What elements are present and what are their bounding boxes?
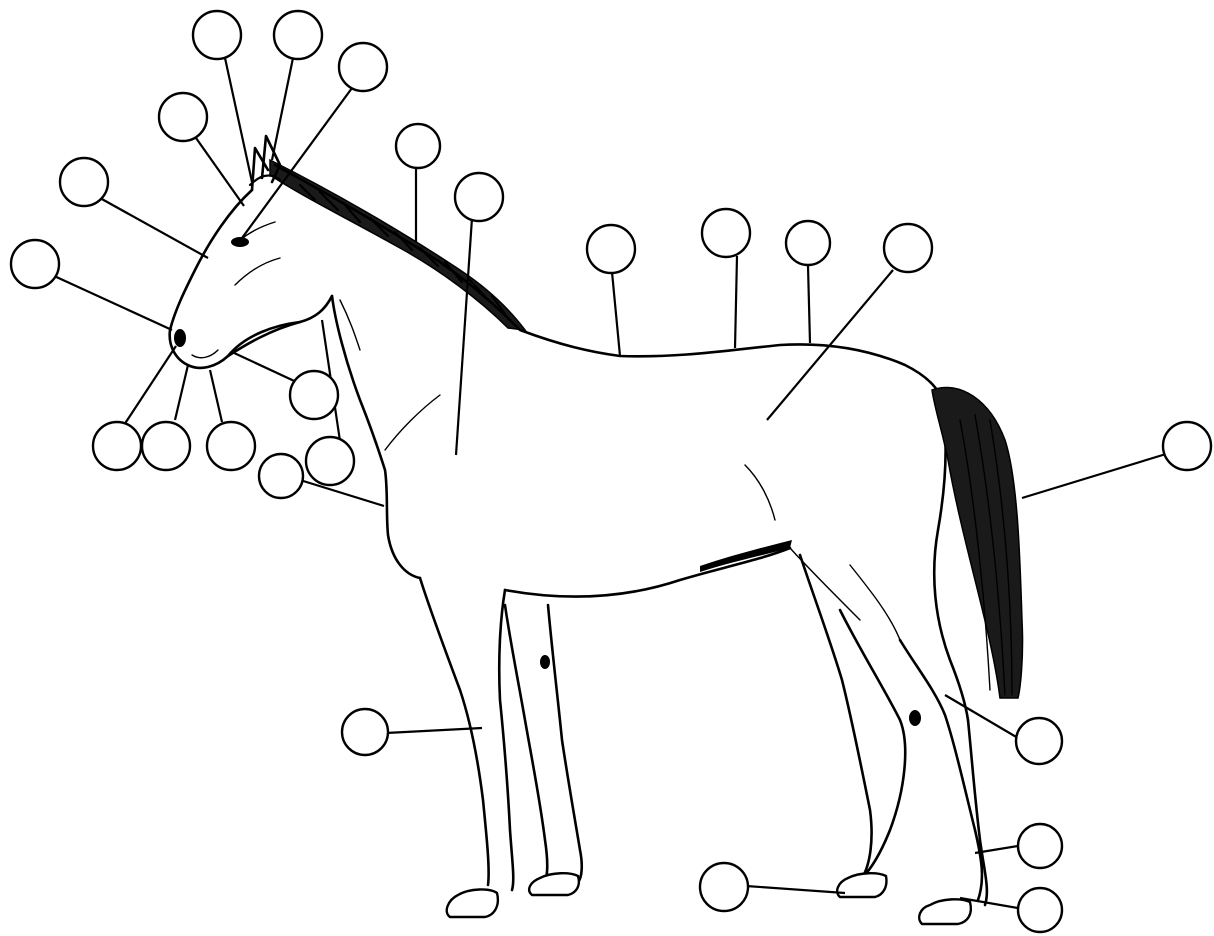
body-topline <box>275 165 940 395</box>
label-marker-11[interactable] <box>786 221 830 265</box>
label-marker-12[interactable] <box>884 224 932 272</box>
label-marker-5[interactable] <box>60 158 108 206</box>
foreleg-near <box>420 578 513 890</box>
eye <box>231 237 249 247</box>
label-marker-2[interactable] <box>274 11 322 59</box>
label-marker-3[interactable] <box>339 43 387 91</box>
hoof-front-near <box>447 889 498 917</box>
neck-front <box>332 296 420 578</box>
label-marker-8[interactable] <box>455 173 503 221</box>
label-markers <box>11 11 1211 932</box>
label-marker-15[interactable] <box>93 422 141 470</box>
label-marker-21[interactable] <box>1016 718 1062 764</box>
label-marker-20[interactable] <box>342 709 388 755</box>
label-marker-19[interactable] <box>259 454 303 498</box>
ear-left <box>252 148 268 190</box>
foreleg-far <box>505 605 582 882</box>
hindleg-near <box>900 640 987 905</box>
hoof-front-far <box>529 873 579 895</box>
label-marker-18[interactable] <box>306 437 354 485</box>
label-marker-1[interactable] <box>193 11 241 59</box>
hoof-hind-near <box>919 899 971 924</box>
label-marker-24[interactable] <box>1018 888 1062 932</box>
label-marker-9[interactable] <box>587 225 635 273</box>
hindleg-far <box>800 555 905 878</box>
nostril <box>174 329 186 347</box>
label-marker-7[interactable] <box>396 124 440 168</box>
label-marker-4[interactable] <box>159 93 207 141</box>
label-marker-16[interactable] <box>142 422 190 470</box>
label-marker-22[interactable] <box>1018 824 1062 868</box>
label-marker-6[interactable] <box>11 240 59 288</box>
label-marker-17[interactable] <box>207 422 255 470</box>
label-marker-23[interactable] <box>700 863 748 911</box>
label-marker-13[interactable] <box>1163 422 1211 470</box>
label-marker-10[interactable] <box>702 209 750 257</box>
head-outline <box>170 190 332 368</box>
label-marker-14[interactable] <box>290 371 338 419</box>
